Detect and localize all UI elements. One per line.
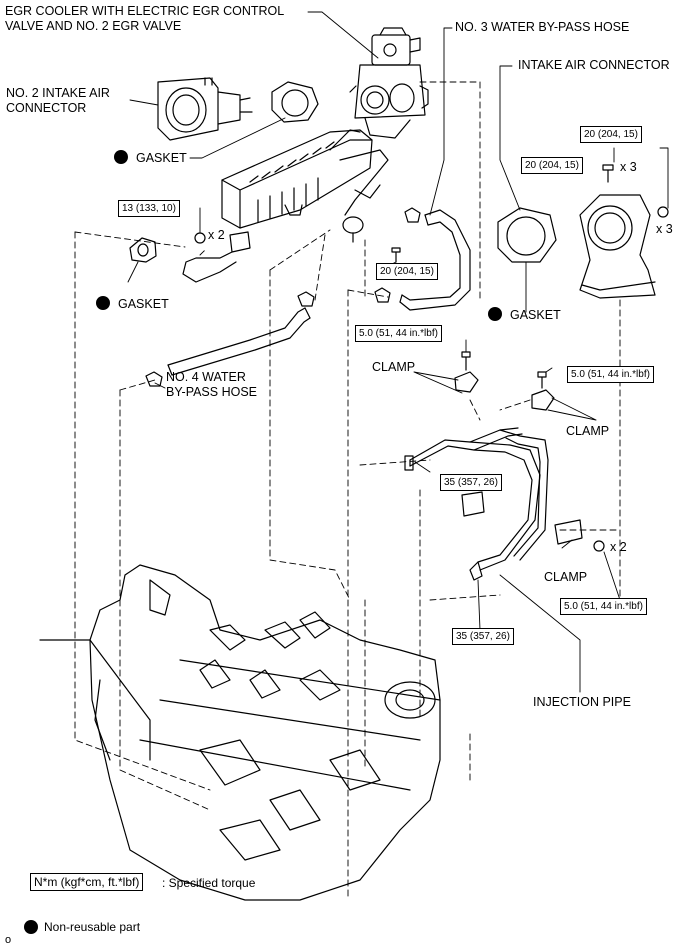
injection-pipe-drawing [404, 427, 549, 581]
torque-spec-13: 13 (133, 10) [118, 200, 180, 217]
non-reusable-mark-gasket-top [114, 150, 128, 164]
quantity-x2-lower: x 2 [610, 540, 627, 554]
egr-cooler-label: EGR COOLER WITH ELECTRIC EGR CONTROL VAL… [5, 4, 285, 33]
torque-spec-5-lower: 5.0 (51, 44 in.*lbf) [560, 598, 647, 615]
quantity-x3-nut: x 3 [656, 222, 673, 236]
gasket-left-drawing [129, 237, 157, 263]
injection-pipe-label: INJECTION PIPE [533, 695, 631, 709]
torque-spec-5-left: 5.0 (51, 44 in.*lbf) [355, 325, 442, 342]
intake-air-connector-drawing [579, 194, 656, 299]
engine-block-drawing [39, 564, 441, 901]
torque-spec-20-right-mid: 20 (204, 15) [521, 157, 583, 174]
alignment-lines [74, 81, 621, 901]
quantity-x3-bolt: x 3 [620, 160, 637, 174]
egr-valve-drawing [349, 27, 429, 139]
gasket-top-drawing [271, 81, 319, 123]
intake-air-connector-2-drawing [157, 77, 253, 141]
torque-spec-20-right-top: 20 (204, 15) [580, 126, 642, 143]
gasket-right-label: GASKET [510, 308, 561, 322]
torque-spec-35-lower: 35 (357, 26) [452, 628, 514, 645]
clamp-lower-label: CLAMP [544, 570, 588, 584]
water-by-pass-hose-3-drawing [399, 209, 471, 311]
egr-cooler-drawing [182, 129, 389, 283]
non-reusable-mark-gasket-left [96, 296, 110, 310]
legend-non-reusable-mark [24, 920, 38, 934]
bolts-drawing [194, 164, 669, 552]
legend-torque-text: : Specified torque [162, 876, 256, 890]
torque-spec-35-upper: 35 (357, 26) [440, 474, 502, 491]
corner-mark: o [5, 934, 12, 946]
intake-air-connector-label: INTAKE AIR CONNECTOR [518, 58, 670, 72]
torque-spec-5-right: 5.0 (51, 44 in.*lbf) [567, 366, 654, 383]
pipe-clamps-drawing [454, 371, 583, 545]
gasket-top-label: GASKET [136, 151, 187, 165]
non-reusable-mark-gasket-right [488, 307, 502, 321]
legend-non-reusable-text: Non-reusable part [44, 920, 141, 934]
gasket-left-label: GASKET [118, 297, 169, 311]
water-by-pass-hose-4-label: NO. 4 WATER BY-PASS HOSE [166, 370, 258, 399]
gasket-right-drawing [497, 207, 557, 263]
legend-torque-box: N*m (kgf*cm, ft.*lbf) [30, 873, 144, 891]
quantity-x2-left: x 2 [208, 228, 225, 242]
intake-air-connector-2-label: NO. 2 INTAKE AIR CONNECTOR [6, 86, 110, 115]
clamp-right-label: CLAMP [566, 424, 610, 438]
leader-lines [127, 11, 669, 693]
water-by-pass-hose-3-label: NO. 3 WATER BY-PASS HOSE [455, 20, 630, 34]
torque-spec-20-center: 20 (204, 15) [376, 263, 438, 280]
clamp-left-label: CLAMP [372, 360, 416, 374]
hose-clamps-drawing [145, 207, 421, 387]
water-by-pass-hose-4-drawing [167, 307, 311, 376]
